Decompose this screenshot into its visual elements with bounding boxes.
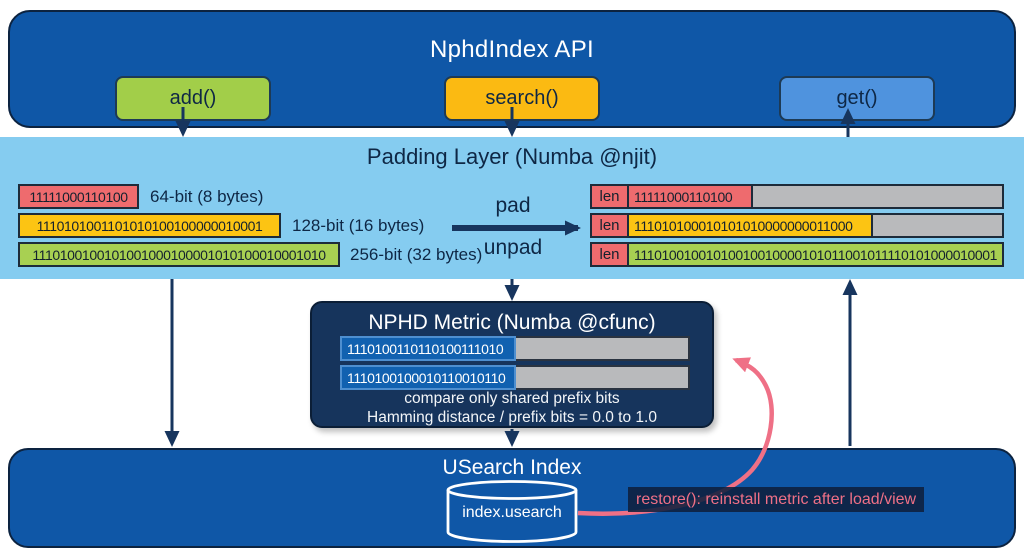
bit-string: 1110100100101001001000010101100101111010… [634, 246, 998, 263]
metric-row-2: 1110100100010110010110 [340, 365, 690, 390]
api-title: NphdIndex API [429, 36, 594, 63]
bit-string: 111010100010101010000000011000 [634, 217, 853, 234]
padded-row-256: len 111010010010100100100001010110010111… [590, 242, 1004, 267]
bit-string: 11111000110100 [29, 188, 128, 205]
len-cell: len [592, 244, 629, 265]
input-label-128: 128-bit (16 bytes) [292, 215, 425, 235]
bit-string: 1110101001101010100100000010001 [36, 217, 263, 234]
padded-bits-128: 111010100010101010000000011000 [629, 215, 873, 236]
input-label-256: 256-bit (32 bytes) [350, 244, 483, 264]
metric-row-1: 1110100110110100111010 [340, 336, 690, 361]
nphdindex-api-box: NphdIndex API add() search() get() [8, 10, 1016, 128]
bit-string: 1110100100101001000100001010100010001010 [32, 246, 326, 263]
metric-bits-1: 1110100110110100111010 [340, 336, 516, 361]
database-cylinder-icon [446, 480, 578, 543]
metric-title: NPHD Metric (Numba @cfunc) [368, 311, 656, 334]
cylinder-label: index.usearch [462, 504, 562, 521]
restore-annotation: restore(): reinstall metric after load/v… [628, 487, 925, 512]
input-bits-256: 1110100100101001000100001010100010001010 [18, 242, 340, 267]
padded-row-64: len 11111000110100 [590, 184, 1004, 209]
padding-fill [873, 215, 1002, 236]
nphd-metric-box: NPHD Metric (Numba @cfunc) 1110100110110… [310, 301, 714, 428]
len-cell: len [592, 215, 629, 236]
metric-bits-2: 1110100100010110010110 [340, 365, 516, 390]
bit-string: 1110100100010110010110 [347, 369, 506, 386]
add-button[interactable]: add() [115, 76, 271, 121]
metric-gray-1 [516, 336, 690, 361]
padded-bits-256: 1110100100101001001000010101100101111010… [629, 244, 1002, 265]
input-label-64: 64-bit (8 bytes) [150, 186, 264, 206]
len-cell: len [592, 186, 629, 207]
get-button[interactable]: get() [779, 76, 935, 121]
usearch-title: USearch Index [442, 456, 582, 479]
bit-string: 11111000110100 [634, 188, 733, 205]
bit-string: 1110100110110100111010 [347, 340, 504, 357]
metric-note-2: Hamming distance / prefix bits = 0.0 to … [367, 409, 657, 426]
search-button[interactable]: search() [444, 76, 600, 121]
pad-label: pad [495, 194, 531, 217]
padding-layer-title: Padding Layer (Numba @njit) [366, 144, 658, 169]
padding-layer-band: Padding Layer (Numba @njit) 111110001101… [0, 137, 1024, 279]
metric-gray-2 [516, 365, 690, 390]
input-bits-64: 11111000110100 [18, 184, 139, 209]
padded-bits-64: 11111000110100 [629, 186, 753, 207]
padded-row-128: len 111010100010101010000000011000 [590, 213, 1004, 238]
padding-fill [753, 186, 1002, 207]
metric-note-1: compare only shared prefix bits [404, 390, 620, 407]
input-bits-128: 1110101001101010100100000010001 [18, 213, 281, 238]
unpad-label: unpad [483, 236, 543, 259]
